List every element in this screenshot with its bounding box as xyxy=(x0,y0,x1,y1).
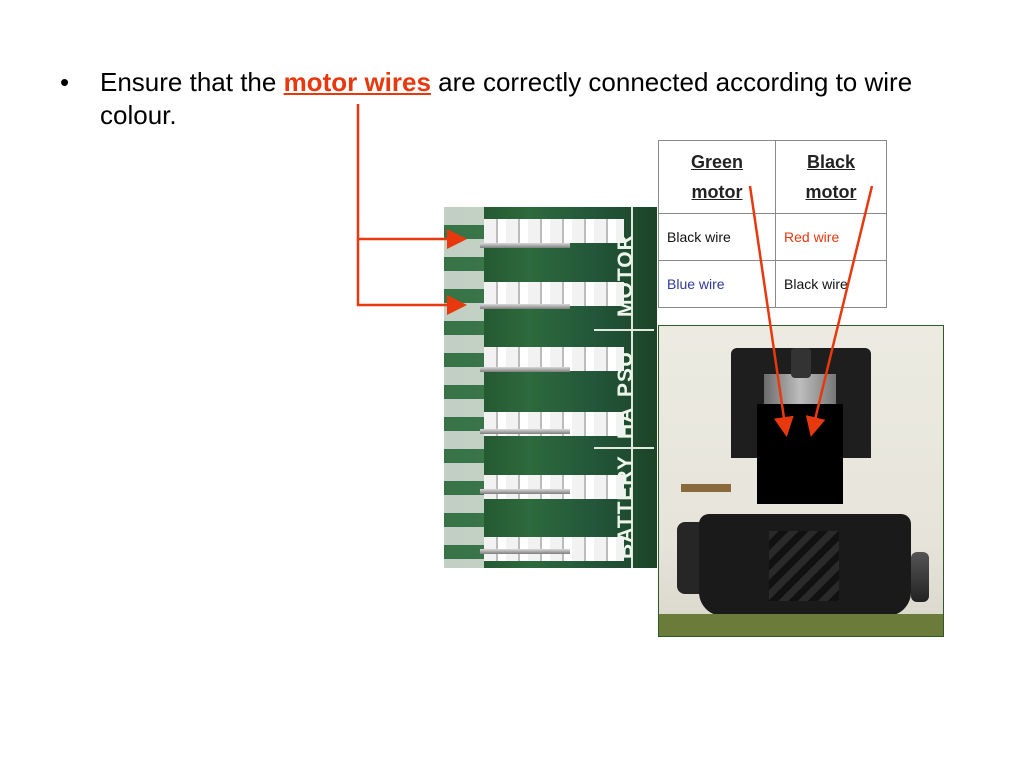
motor-rod xyxy=(681,484,731,492)
board-silkscreen-divider xyxy=(594,447,654,449)
board-label-battery: BATTERY xyxy=(614,455,637,559)
terminal-block xyxy=(484,475,624,499)
terminal-pin xyxy=(480,243,570,248)
header-black-motor: Black motor xyxy=(775,140,887,214)
motor-base-pattern xyxy=(769,531,839,601)
board-silkscreen-divider xyxy=(594,329,654,331)
terminal-pin xyxy=(480,429,570,434)
board-silkscreen-line xyxy=(631,207,633,568)
table-cell: Blue wire xyxy=(658,260,776,308)
terminal-block xyxy=(484,282,624,306)
terminal-pin xyxy=(480,367,570,372)
header-black-motor-word: motor xyxy=(805,182,857,202)
table-cell: Black wire xyxy=(775,260,887,308)
header-green-motor-word: motor xyxy=(691,182,743,202)
board-label-motor: MOTOR xyxy=(614,234,637,317)
wire-colour-table: Green motor Black motor Black wire Red w… xyxy=(658,140,887,308)
board-label-psu: PSU xyxy=(614,350,637,397)
motor-wires-highlight: motor wires xyxy=(283,67,431,97)
table-header-row: Green motor Black motor xyxy=(658,140,887,214)
instruction-text: Ensure that the motor wires are correctl… xyxy=(100,66,940,132)
motor-unit-photo xyxy=(658,325,944,637)
bullet-marker: • xyxy=(60,67,70,97)
instruction-lead: Ensure that the xyxy=(100,67,284,97)
motor-keys xyxy=(911,552,929,602)
motor-knob xyxy=(791,348,811,378)
board-label-ha: HA xyxy=(614,406,637,439)
header-green-motor: Green motor xyxy=(658,140,776,214)
photo-floor xyxy=(659,614,943,636)
terminal-pin xyxy=(480,304,570,309)
table-cell: Red wire xyxy=(775,213,887,261)
terminal-pin xyxy=(480,489,570,494)
terminal-pin xyxy=(480,549,570,554)
header-black-word: Black xyxy=(806,152,856,172)
instruction-tail: are correctly connected according to wir… xyxy=(100,67,913,130)
table-row: Blue wire Black wire xyxy=(658,260,887,308)
circuit-board-photo: MOTOR PSU HA BATTERY xyxy=(444,207,657,568)
motor-connector-block xyxy=(757,404,843,504)
table-row: Black wire Red wire xyxy=(658,213,887,261)
table-cell: Black wire xyxy=(658,213,776,261)
header-green-word: Green xyxy=(690,152,744,172)
board-edge xyxy=(444,207,484,568)
terminal-block xyxy=(484,219,624,243)
